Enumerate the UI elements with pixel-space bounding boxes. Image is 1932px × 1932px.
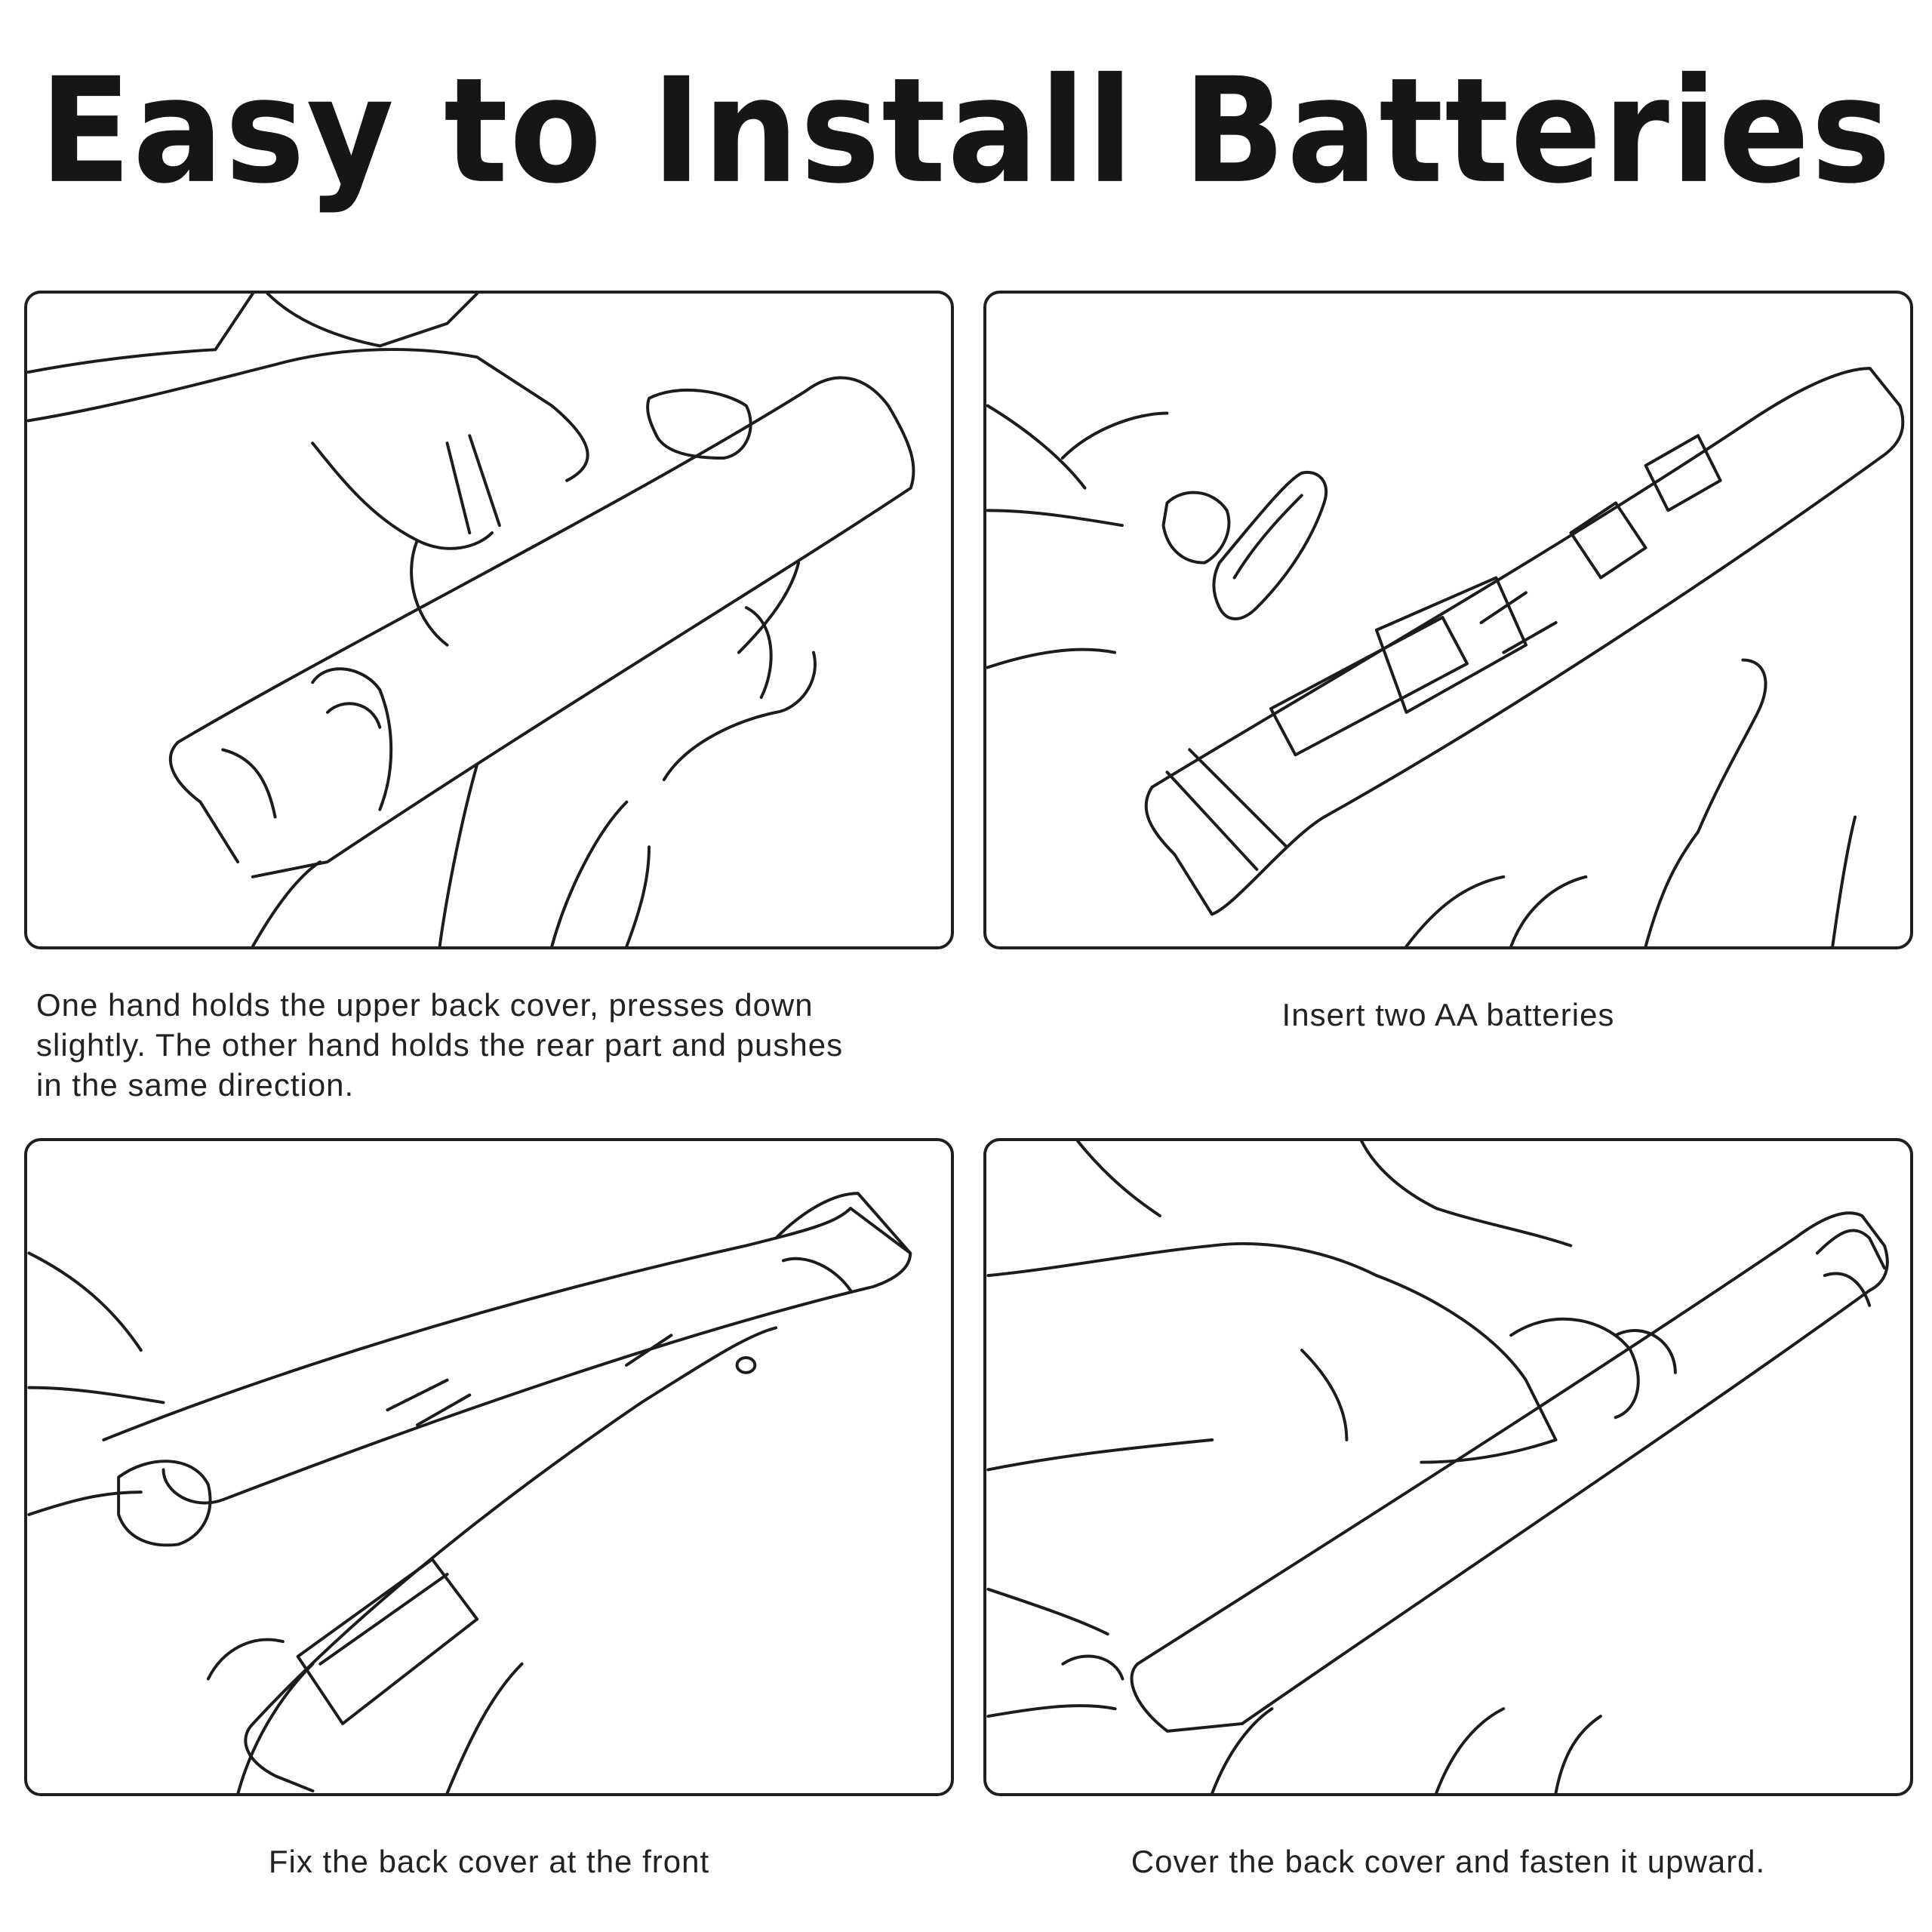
hands-insert-batteries-drawing (986, 367, 1905, 946)
step-4-caption: Cover the back cover and fasten it upwar… (1131, 1844, 1766, 1879)
step-2-illustration (983, 291, 1913, 949)
step-4-illustration (983, 1138, 1913, 1796)
hands-fasten-cover-drawing (986, 1141, 1889, 1793)
step-1-caption: One hand holds the upper back cover, pre… (36, 987, 844, 1103)
step-3-illustration (24, 1138, 954, 1796)
hands-fix-back-cover-drawing (27, 1192, 912, 1793)
step-1-illustration (24, 291, 954, 949)
step-2-caption: Insert two AA batteries (1281, 997, 1615, 1032)
page-title: Easy to Install Batteries (39, 46, 1893, 216)
hands-remove-cover-drawing (27, 294, 915, 946)
step-3-caption: Fix the back cover at the front (268, 1844, 710, 1879)
